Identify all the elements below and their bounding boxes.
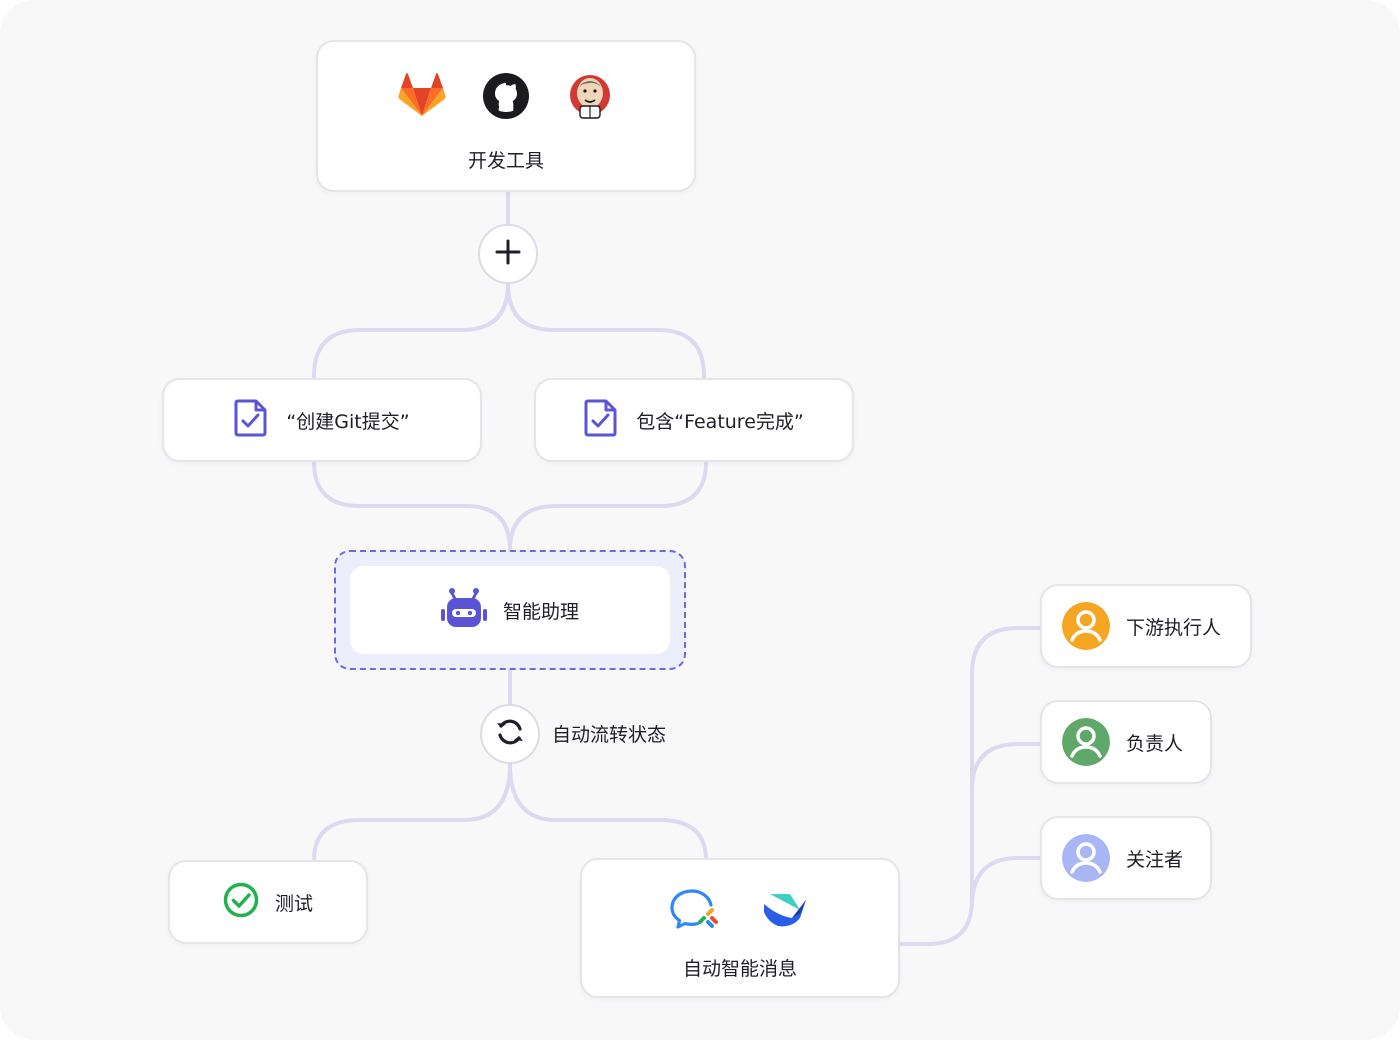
- robot-icon: [440, 587, 487, 633]
- auto-status-button[interactable]: [480, 704, 540, 764]
- test-label: 测试: [274, 892, 313, 915]
- add-step-button[interactable]: [478, 224, 538, 284]
- gitlab-icon: [398, 72, 446, 124]
- recipient-label: 下游执行人: [1126, 616, 1222, 639]
- condition-card-feature-done[interactable]: 包含“Feature完成”: [534, 378, 854, 462]
- recipient-label: 关注者: [1126, 848, 1184, 871]
- line-refresh-to-message: [508, 762, 708, 862]
- user-avatar-icon: [1062, 602, 1110, 650]
- assistant-label: 智能助理: [502, 600, 579, 623]
- dev-tools-icons: [318, 72, 694, 124]
- dev-tools-label: 开发工具: [467, 150, 544, 172]
- recipient-card-owner[interactable]: 负责人: [1040, 700, 1212, 784]
- line-to-owner: [970, 742, 1044, 792]
- user-avatar-icon: [1062, 718, 1110, 766]
- auto-status-label: 自动流转状态: [552, 724, 667, 746]
- line-left-to-assistant: [312, 458, 512, 552]
- document-check-icon: [584, 399, 618, 441]
- condition-label: 包含“Feature完成”: [636, 410, 804, 433]
- line-right-to-assistant: [508, 458, 708, 552]
- recipient-label: 负责人: [1126, 732, 1184, 755]
- line-plus-to-right: [506, 282, 706, 382]
- document-check-icon: [234, 399, 268, 441]
- message-app-icons: [582, 888, 898, 936]
- assistant-card[interactable]: 智能助理: [350, 566, 670, 654]
- recipient-card-follower[interactable]: 关注者: [1040, 816, 1212, 900]
- feishu-icon: [760, 888, 810, 936]
- condition-label: “创建Git提交”: [286, 410, 410, 433]
- line-refresh-to-test: [312, 762, 512, 862]
- line-message-to-recipients: [896, 626, 1044, 946]
- wecom-icon: [670, 888, 720, 936]
- dev-tools-card[interactable]: 开发工具: [316, 40, 696, 192]
- plus-icon: [495, 239, 521, 269]
- auto-message-label: 自动智能消息: [682, 958, 797, 980]
- user-avatar-icon: [1062, 834, 1110, 882]
- line-to-follower: [970, 856, 1044, 908]
- condition-card-git-commit[interactable]: “创建Git提交”: [162, 378, 482, 462]
- check-circle-icon: [223, 882, 259, 922]
- jenkins-icon: [566, 72, 614, 124]
- recipient-card-downstream[interactable]: 下游执行人: [1040, 584, 1252, 668]
- test-card[interactable]: 测试: [168, 860, 368, 944]
- line-plus-to-left: [312, 282, 510, 382]
- github-icon: [482, 72, 530, 124]
- refresh-icon: [495, 717, 525, 751]
- auto-message-card[interactable]: 自动智能消息: [580, 858, 900, 998]
